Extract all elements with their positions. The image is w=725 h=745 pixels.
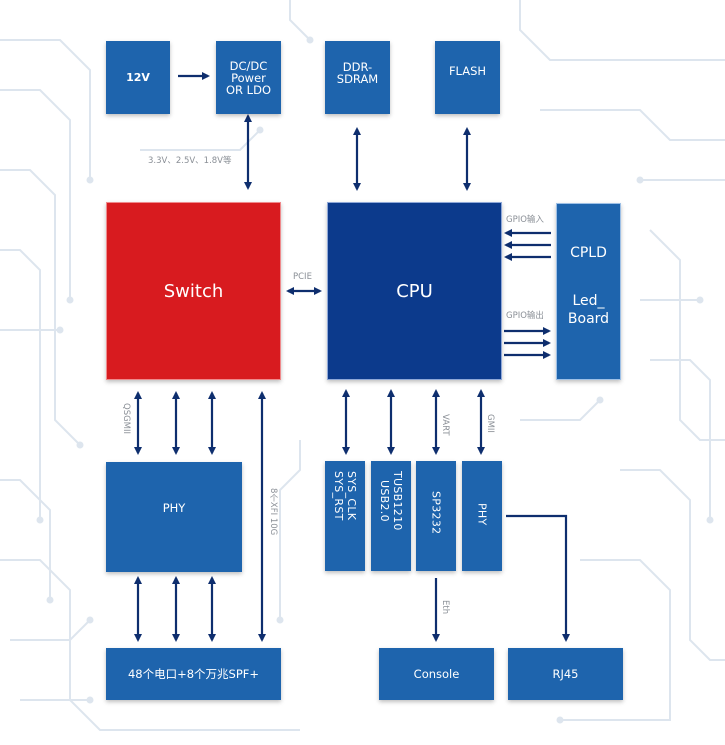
xfi-label: 8个XFI 10G bbox=[268, 488, 278, 536]
console-block: Console bbox=[379, 648, 494, 700]
switch-block: Switch bbox=[106, 202, 281, 380]
rj45-block: RJ45 bbox=[508, 648, 623, 700]
power-12v-label: 12V bbox=[126, 70, 150, 84]
usb20-label: USB2.0 bbox=[378, 479, 391, 522]
switch-label: Switch bbox=[163, 280, 224, 302]
vart-label: VART bbox=[440, 414, 450, 436]
sys-label: SYS_CLK SYS_RST bbox=[332, 471, 358, 521]
sys-rst-label: SYS_RST bbox=[332, 471, 345, 521]
console-label: Console bbox=[413, 667, 460, 681]
ports-label: 48个电口+8个万兆SPF+ bbox=[127, 667, 260, 681]
gpio-in-label: GPIO输入 bbox=[506, 215, 544, 225]
sys-clk-rst-block: SYS_CLK SYS_RST bbox=[325, 461, 365, 571]
tusb1210-block: TUSB1210 USB2.0 bbox=[371, 461, 411, 571]
cpld-block: CPLD Led_ Board bbox=[556, 203, 621, 380]
dcdc-label-3: OR LDO bbox=[225, 82, 271, 97]
flash-label: FLASH bbox=[448, 64, 487, 78]
flash-block: FLASH bbox=[435, 41, 500, 114]
phy-left-block: PHY bbox=[106, 462, 242, 572]
led-board-label-2: Board bbox=[567, 311, 610, 327]
dcdc-label-1: DC/DC bbox=[229, 58, 268, 73]
dcdc-block: DC/DC Power OR LDO bbox=[216, 41, 281, 114]
cpu-block: CPU bbox=[327, 202, 502, 380]
tusb-label: TUSB1210 USB2.0 bbox=[378, 471, 404, 531]
sp3232-block: SP3232 bbox=[416, 461, 456, 571]
ddr-sdram-block: DDR- SDRAM bbox=[325, 41, 390, 114]
arrow-phy-rj45 bbox=[506, 514, 570, 642]
led-board-label-1: Led_ bbox=[572, 293, 605, 309]
rj45-label: RJ45 bbox=[552, 667, 579, 681]
phy-left-label: PHY bbox=[162, 501, 186, 515]
ddr-label-2: SDRAM bbox=[336, 72, 379, 86]
gpio-out-label: GPIO输出 bbox=[506, 311, 544, 321]
eth-label: Eth bbox=[440, 600, 450, 615]
voltages-label: 3.3V、2.5V、1.8V等 bbox=[148, 156, 232, 166]
ports-block: 48个电口+8个万兆SPF+ bbox=[106, 648, 281, 700]
sp3232-label: SP3232 bbox=[429, 491, 443, 535]
sys-clk-label: SYS_CLK bbox=[345, 471, 358, 521]
phy-right-block: PHY bbox=[462, 461, 502, 571]
phy-right-label: PHY bbox=[475, 503, 489, 526]
dcdc-label-2: Power bbox=[231, 70, 266, 85]
power-12v-block: 12V bbox=[106, 41, 170, 114]
tusb1210-label: TUSB1210 bbox=[391, 471, 404, 531]
pcie-label: PCIE bbox=[293, 272, 312, 282]
gmii-label: GMII bbox=[485, 414, 495, 433]
cpu-label: CPU bbox=[396, 280, 433, 302]
qsgmii-label: QSGMII bbox=[121, 403, 131, 435]
ddr-label-1: DDR- bbox=[342, 60, 373, 74]
cpld-label: CPLD bbox=[570, 245, 607, 261]
